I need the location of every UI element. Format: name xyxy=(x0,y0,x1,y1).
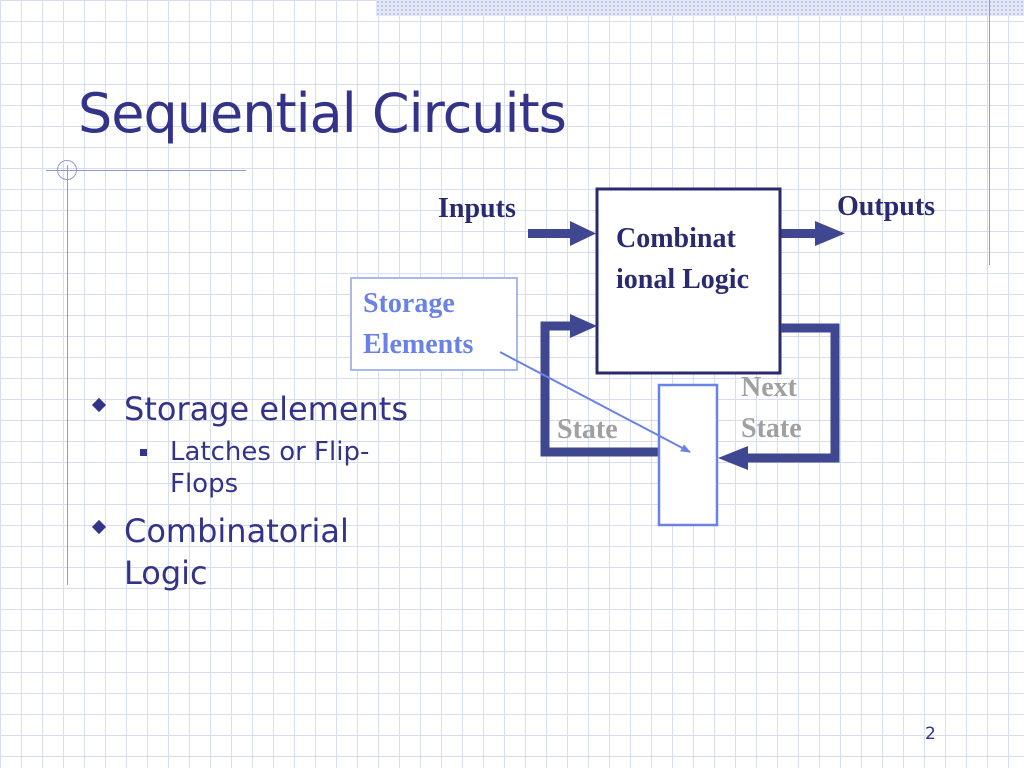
decorative-title-underline xyxy=(46,170,246,171)
sub-bullet-text: Latches or Flip-Flops xyxy=(170,437,370,499)
state-arrowhead xyxy=(570,314,597,338)
sub-bullet-item-latches: Latches or Flip-Flops xyxy=(88,436,400,500)
next-state-label: Next State xyxy=(741,372,802,445)
inputs-label: Inputs xyxy=(438,193,516,224)
bullet-item-combinatorial: Combinatorial Logic xyxy=(88,510,418,594)
input-arrow xyxy=(528,221,596,246)
callout-pointer-arrow xyxy=(499,351,691,453)
state-label: State xyxy=(557,414,618,445)
storage-elements-label: Storage Elements xyxy=(363,288,474,361)
combinational-logic-box xyxy=(595,187,782,375)
bullet-text: Storage elements xyxy=(124,390,408,428)
next-state-feedback-path xyxy=(745,323,840,463)
output-arrow xyxy=(781,221,845,246)
decorative-line-left xyxy=(67,165,68,585)
decorative-circle xyxy=(57,160,77,180)
storage-element-box xyxy=(657,383,719,527)
decorative-line-right xyxy=(989,0,990,265)
bullet-text: Combinatorial Logic xyxy=(124,512,349,592)
bullet-list: Storage elements Latches or Flip-Flops C… xyxy=(88,388,418,594)
storage-elements-callout-box xyxy=(350,277,518,371)
decorative-top-band xyxy=(376,0,1024,16)
page-number: 2 xyxy=(925,724,936,744)
bullet-item-storage: Storage elements xyxy=(88,388,418,430)
square-bullet-icon xyxy=(140,449,147,456)
combinational-logic-label: Combinat ional Logic xyxy=(616,223,750,296)
next-state-arrowhead xyxy=(718,446,748,470)
outputs-label: Outputs xyxy=(837,191,936,222)
slide-title: Sequential Circuits xyxy=(78,82,567,145)
state-feedback-path xyxy=(540,321,659,457)
